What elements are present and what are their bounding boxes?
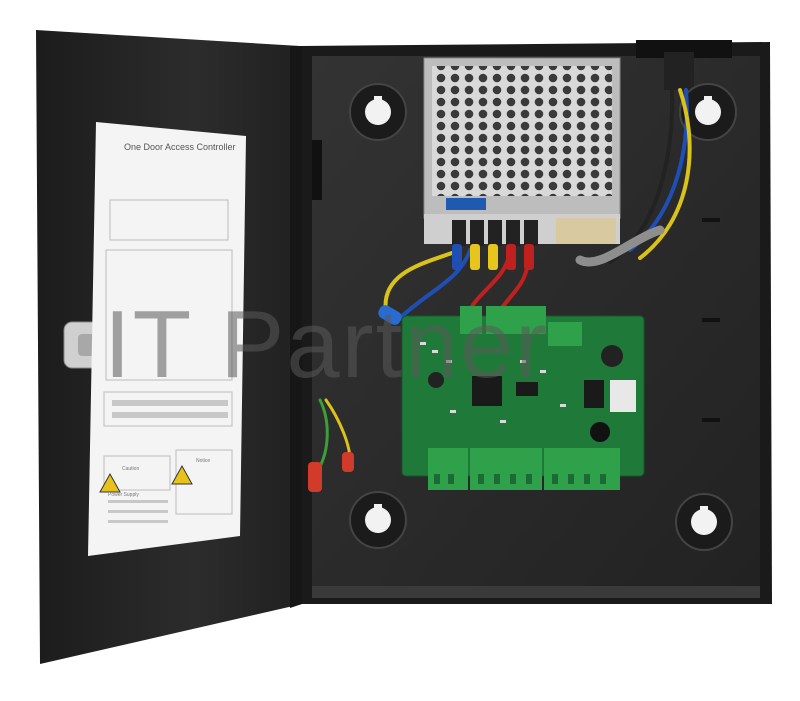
crimp-terminals (308, 244, 534, 492)
psu-terminals (452, 220, 538, 246)
door-label-sheet: One Door Access Controller Caution Notic… (88, 122, 246, 556)
power-supply-unit (423, 57, 621, 246)
mounting-hole-bottom-right (675, 493, 733, 551)
mounting-hole-top-left (349, 83, 407, 141)
label-title: One Door Access Controller (124, 142, 236, 152)
mounting-hole-top-right (679, 83, 737, 141)
controller-pcb (401, 306, 645, 490)
label-notice-heading: Notice (196, 458, 210, 464)
label-bottom-heading: Power Supply (108, 492, 139, 498)
warning-icon (99, 472, 121, 493)
warning-icon (171, 464, 193, 485)
mounting-hole-bottom-left (349, 491, 407, 549)
label-caution-heading: Caution (122, 466, 139, 472)
